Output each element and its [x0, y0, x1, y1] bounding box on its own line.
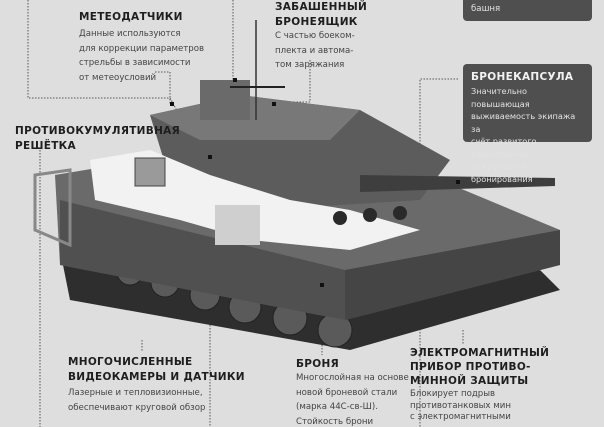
cutaway — [90, 150, 420, 250]
hull-side — [60, 200, 345, 320]
sensor-box — [134, 157, 166, 187]
armor-title: БРОНЯ — [296, 358, 339, 370]
turret-box: башня — [463, 0, 592, 21]
crew — [333, 206, 407, 225]
ammo-text: С частью боеком-плекта и автома-том заря… — [275, 31, 355, 71]
meteo-text: Данные используются для коррекции парамет… — [79, 27, 204, 86]
side-grid — [33, 168, 72, 248]
meteo-line: от метеоусловий — [79, 73, 157, 84]
callout-dots — [170, 78, 460, 287]
cameras-text: Лазерные и тепловизионные,обеспечивают к… — [68, 388, 206, 413]
hull-front — [345, 230, 560, 320]
meteo-title: МЕТЕОДАТЧИКИ — [79, 11, 183, 23]
autoloader — [215, 205, 260, 245]
meteo-line: Данные используются — [79, 29, 181, 39]
meteo-line: стрельбы в зависимости — [79, 58, 191, 69]
meteo-line: для коррекции параметров — [79, 43, 205, 54]
